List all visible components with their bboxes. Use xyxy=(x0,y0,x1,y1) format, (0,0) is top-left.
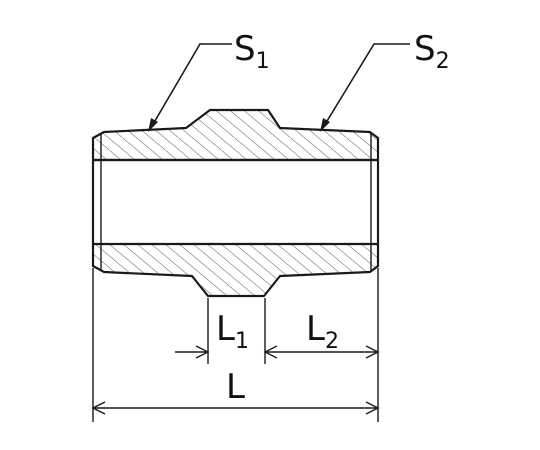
dimension-l1 xyxy=(175,345,210,359)
dimension-l xyxy=(91,401,380,415)
dimension-l2 xyxy=(263,345,380,359)
label-l2: L2 xyxy=(306,309,339,354)
label-l1: L1 xyxy=(216,309,249,354)
leader-s2 xyxy=(320,43,410,132)
label-s2: S2 xyxy=(414,29,450,74)
label-l: L xyxy=(226,367,245,407)
upper-wall-section xyxy=(91,108,380,162)
label-s1: S1 xyxy=(234,29,270,74)
bore xyxy=(91,160,380,244)
lower-wall-section xyxy=(91,242,380,298)
extension-lines xyxy=(92,268,379,422)
leader-s1 xyxy=(148,43,232,132)
